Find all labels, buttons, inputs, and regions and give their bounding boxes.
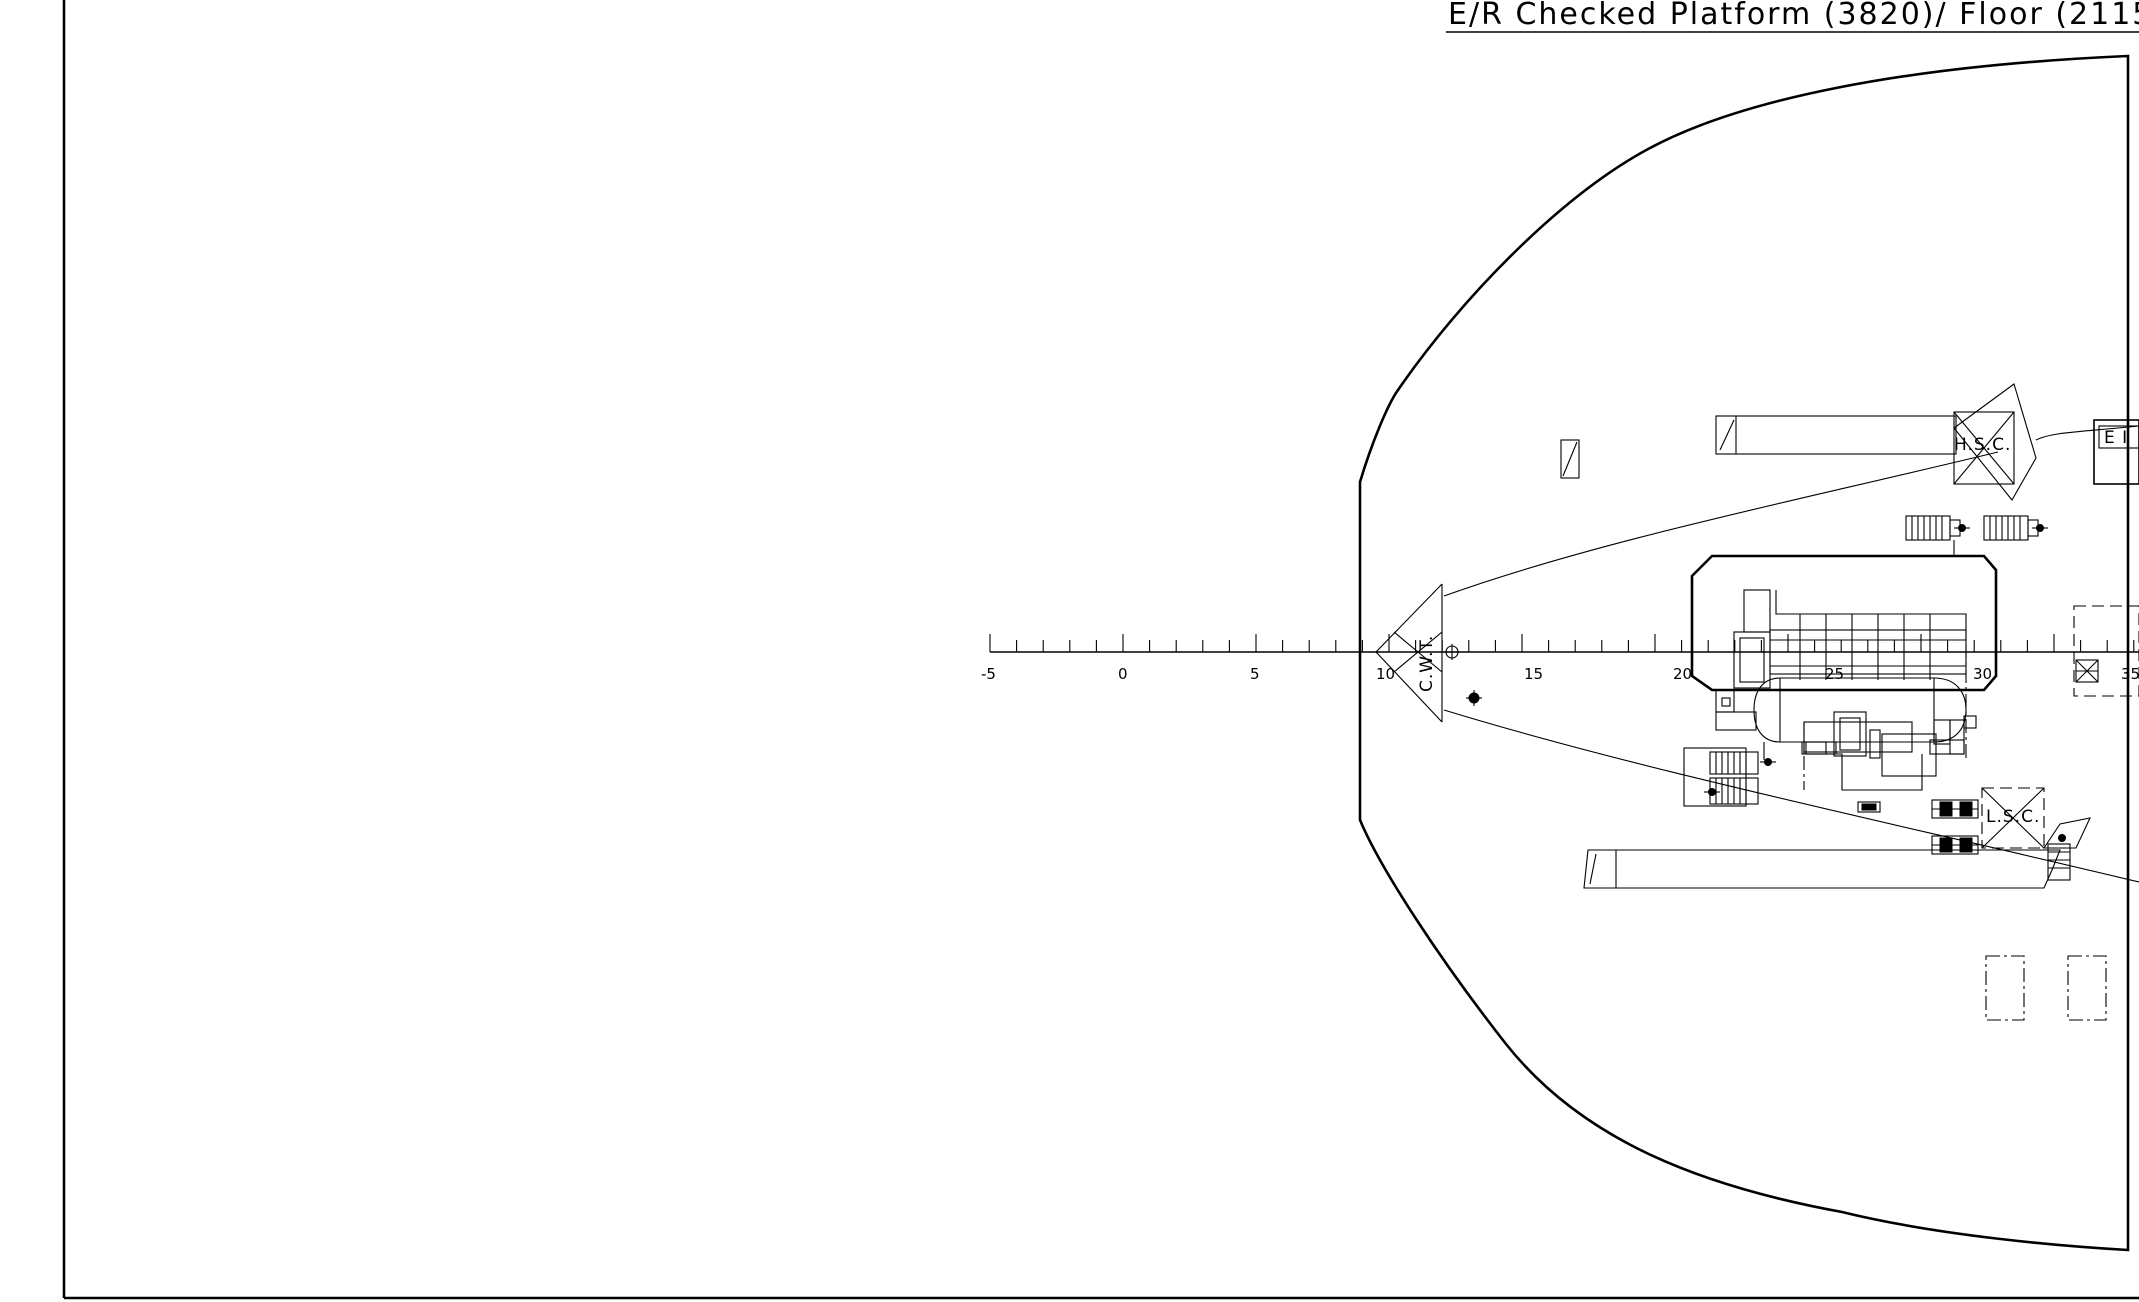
lower-side-girder [1583,849,2061,889]
dashed-equipment-box [2073,605,2139,697]
main-engine-seat [1690,554,1998,692]
hsc-label: H.S.C. [1954,435,2011,455]
pump-upper-left [1905,515,1970,541]
ei-box: E I [2093,419,2139,485]
main-engine-body [1715,589,1977,791]
valve-pair-upper [1931,799,1979,819]
drawing-title: E/R Checked Platform (3820)/ Floor (2115 [1446,0,2139,33]
frame-label: 20 [1673,665,1692,683]
lsc-label: L.S.C. [1986,807,2040,827]
frame-scale: -5 0 5 10 15 20 25 30 35 [981,634,2139,683]
frame-label: 30 [1973,665,1992,683]
upper-side-girder [1715,415,1957,455]
small-hatch [1560,439,1580,479]
drawing-border [62,0,2139,1300]
frame-scale-ticks [989,634,2135,652]
frame-label: 35 [2121,665,2139,683]
lower-tank-right [2067,955,2107,1021]
pump-upper-right [1983,515,2048,541]
drawing-title-text: E/R Checked Platform (3820)/ Floor (2115 [1448,0,2139,32]
valve-pair-lower [1931,835,1979,855]
cwt-tank: C.W.T. [1375,451,2139,883]
frame-label: 0 [1118,665,1128,683]
frame-label: 10 [1376,665,1395,683]
ei-label: E I [2104,428,2128,448]
frame-label: 5 [1250,665,1260,683]
frame-label: 15 [1524,665,1543,683]
small-valve [1857,801,1881,813]
hull-outline [1358,54,2130,1252]
cwt-label: C.W.T. [1417,635,1437,692]
frame-label: -5 [981,665,996,683]
lower-tank-left [1985,955,2025,1021]
pump-lower-left [1683,747,1776,807]
hsc-chest: H.S.C. [1953,383,2037,501]
lsc-chest: L.S.C. [1981,787,2091,881]
